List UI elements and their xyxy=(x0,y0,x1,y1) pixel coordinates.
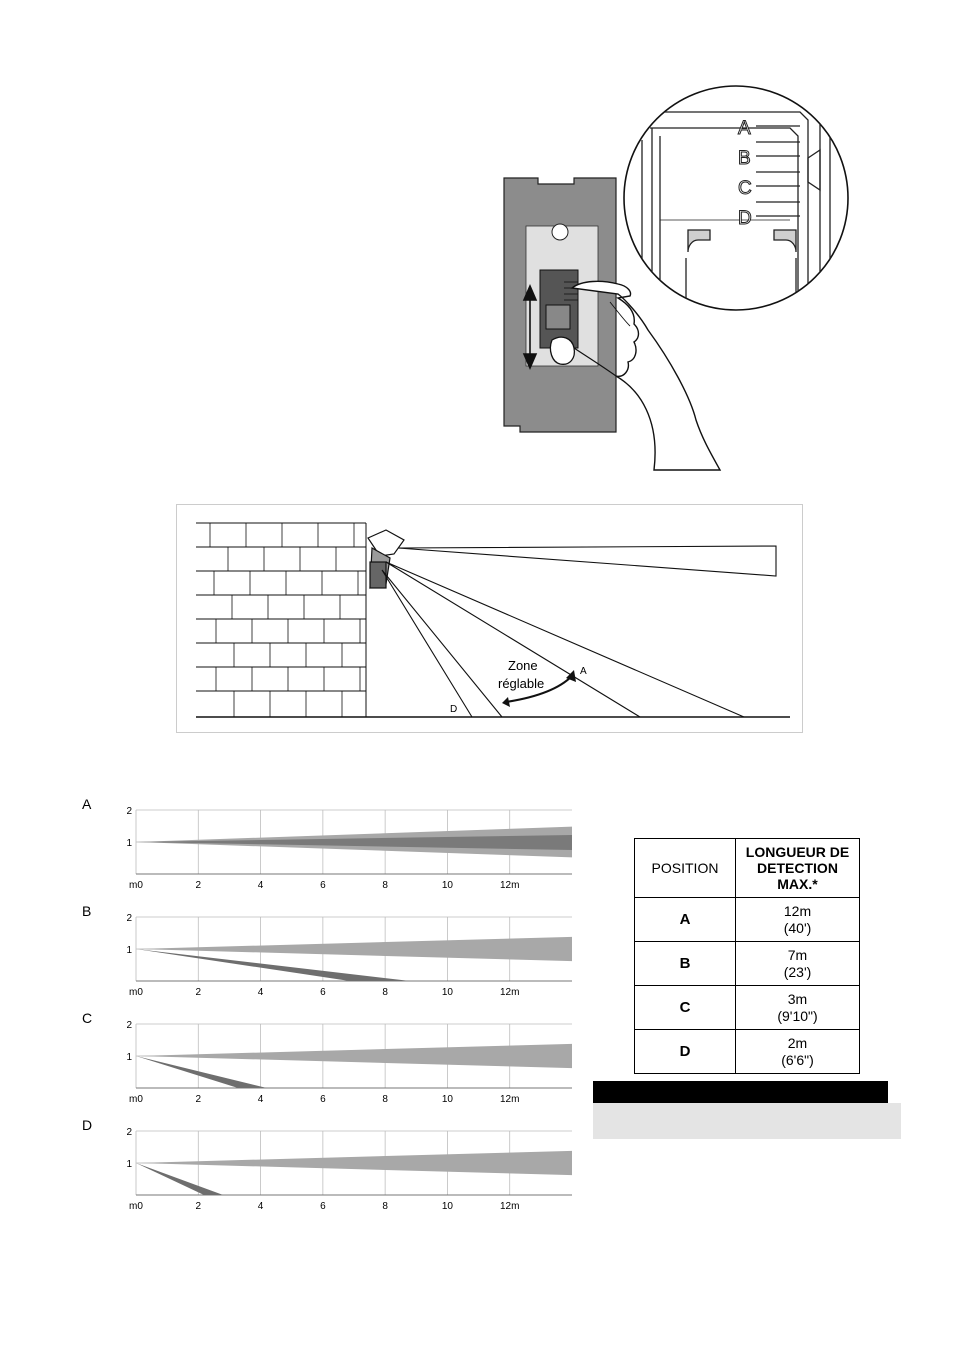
x-tick-label: 2 xyxy=(196,1201,202,1212)
adjuster-label-a: A xyxy=(738,118,751,139)
x-tick-label: 6 xyxy=(320,1094,326,1105)
y-tick-label: 1 xyxy=(126,1052,132,1063)
x-tick-label: 6 xyxy=(320,880,326,891)
x-tick-label: 10 xyxy=(442,1201,454,1212)
adjustment-illustration: A B C D xyxy=(503,85,849,471)
row-position: C xyxy=(634,985,736,1030)
beam-a xyxy=(385,561,745,718)
main-beam xyxy=(136,1150,572,1176)
x-tick-label: m0 xyxy=(129,1201,143,1212)
zoom-detail: A B C D xyxy=(623,85,849,311)
main-beam xyxy=(136,1043,572,1069)
x-tick-label: 8 xyxy=(382,1094,388,1105)
detection-chart: D 2 1 m0 2 4 6 8 10 12m xyxy=(82,1117,572,1212)
x-tick-label: 2 xyxy=(196,1094,202,1105)
adjuster-label-d: D xyxy=(738,208,752,229)
x-tick-label: m0 xyxy=(129,880,143,891)
x-tick-label: 8 xyxy=(382,880,388,891)
x-tick-label: 12m xyxy=(500,987,519,998)
zone-label-line1: Zone xyxy=(508,658,538,673)
beam-label-a: A xyxy=(580,666,587,677)
table-row: C 3m(9'10") xyxy=(634,985,860,1030)
row-length: 2m(6'6") xyxy=(735,1029,860,1074)
core-beam xyxy=(136,834,572,850)
x-tick-label: 8 xyxy=(382,1201,388,1212)
detection-chart: C 2 1 m0 2 4 6 8 10 12m xyxy=(82,1010,572,1105)
x-tick-label: m0 xyxy=(129,987,143,998)
x-tick-label: 2 xyxy=(196,987,202,998)
grey-bar xyxy=(593,1103,901,1139)
detection-chart: B 2 1 m0 2 4 6 8 10 12m xyxy=(82,903,572,998)
main-beam xyxy=(136,936,572,962)
chart-label: C xyxy=(82,1010,92,1026)
hand xyxy=(570,280,722,471)
x-tick-label: m0 xyxy=(129,1094,143,1105)
x-tick-label: 10 xyxy=(442,880,454,891)
y-tick-label: 2 xyxy=(126,806,132,817)
table-row: B 7m(23') xyxy=(634,941,860,986)
y-tick-label: 1 xyxy=(126,1159,132,1170)
x-tick-label: 4 xyxy=(258,987,264,998)
screw-hole xyxy=(551,223,569,241)
x-tick-label: 4 xyxy=(258,1201,264,1212)
x-tick-label: 6 xyxy=(320,1201,326,1212)
row-length: 3m(9'10") xyxy=(735,985,860,1030)
x-tick-label: 12m xyxy=(500,1094,519,1105)
detection-table: POSITION LONGUEUR DE DETECTION MAX.* A 1… xyxy=(634,838,860,1074)
x-tick-label: 10 xyxy=(442,1094,454,1105)
x-tick-label: 4 xyxy=(258,880,264,891)
detection-scene: Zone réglable A D xyxy=(176,504,803,733)
header-position: POSITION xyxy=(634,838,736,898)
row-position: D xyxy=(634,1029,736,1074)
y-tick-label: 2 xyxy=(126,1020,132,1031)
y-tick-label: 1 xyxy=(126,945,132,956)
x-tick-label: 6 xyxy=(320,987,326,998)
curved-arrow-icon xyxy=(505,675,573,703)
y-tick-label: 2 xyxy=(126,1127,132,1138)
detector xyxy=(367,529,405,589)
row-position: A xyxy=(634,897,736,942)
row-length: 12m(40') xyxy=(735,897,860,942)
ground-beam xyxy=(136,1056,267,1088)
detection-chart: A 2 1 m0 2 4 6 8 10 12m xyxy=(82,796,572,891)
up-down-arrow-icon xyxy=(522,283,538,371)
ground-beam xyxy=(136,1163,224,1195)
far-beam xyxy=(397,545,777,577)
x-tick-label: 2 xyxy=(196,880,202,891)
beam-label-d: D xyxy=(450,704,457,715)
table-row: D 2m(6'6") xyxy=(634,1029,860,1074)
header-detection-length: LONGUEUR DE DETECTION MAX.* xyxy=(735,838,860,898)
adjuster-label-b: B xyxy=(738,148,751,169)
x-tick-label: 4 xyxy=(258,1094,264,1105)
y-tick-label: 1 xyxy=(126,838,132,849)
x-tick-label: 10 xyxy=(442,987,454,998)
brick-wall xyxy=(196,522,367,717)
adjuster-label-c: C xyxy=(738,178,752,199)
table-row: A 12m(40') xyxy=(634,897,860,942)
table-header-row: POSITION LONGUEUR DE DETECTION MAX.* xyxy=(634,838,860,898)
x-tick-label: 12m xyxy=(500,880,519,891)
chart-label: B xyxy=(82,903,91,919)
zone-label-line2: réglable xyxy=(498,676,544,691)
chart-label: A xyxy=(82,796,92,812)
ground-beam xyxy=(136,949,411,981)
x-tick-label: 12m xyxy=(500,1201,519,1212)
x-tick-label: 8 xyxy=(382,987,388,998)
row-position: B xyxy=(634,941,736,986)
chart-label: D xyxy=(82,1117,92,1133)
row-length: 7m(23') xyxy=(735,941,860,986)
black-bar xyxy=(593,1081,888,1103)
beam-d xyxy=(381,569,503,718)
y-tick-label: 2 xyxy=(126,913,132,924)
